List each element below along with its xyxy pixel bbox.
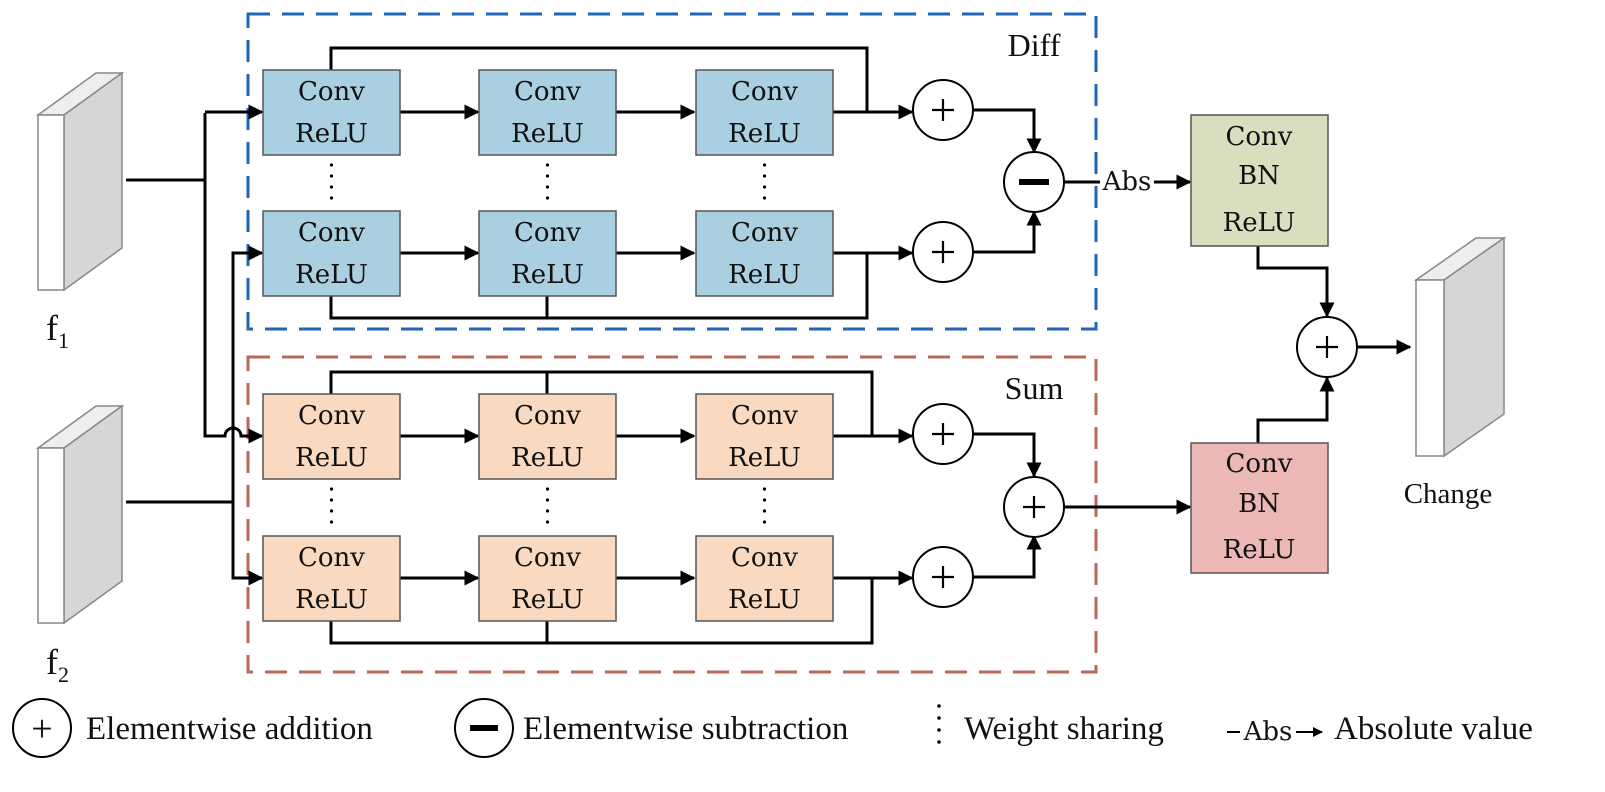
output-label: Change [1404, 478, 1493, 510]
diff-group-label: Diff [1008, 27, 1061, 63]
sum-top-add-op [912, 403, 974, 465]
diff-head-line3: ReLU [1223, 208, 1296, 238]
sum-head-line2: BN [1238, 489, 1280, 519]
block-label-conv: Conv [731, 218, 798, 248]
wire-diff-add1-to-sub [974, 108, 1042, 154]
diff-head-line1: Conv [1226, 122, 1293, 152]
legend-absolute-label: Absolute value [1334, 711, 1533, 747]
weight-sharing-dots-diff-1 [329, 163, 334, 200]
block-label-relu: ReLU [511, 119, 584, 149]
weight-sharing-dots-diff-3 [762, 163, 767, 200]
legend-addition-label: Elementwise addition [86, 711, 373, 747]
block-label-conv: Conv [298, 401, 365, 431]
legend-addition-symbol: + [31, 708, 52, 750]
sum-group-frame [246, 355, 1098, 674]
block-label-relu: ReLU [295, 260, 368, 290]
sum-head-line3: ReLU [1223, 535, 1296, 565]
legend-subtraction-label: Elementwise subtraction [523, 711, 848, 747]
diff-head-block: Conv BN ReLU [1190, 114, 1329, 247]
diff-head-line2: BN [1238, 161, 1280, 191]
block-label-conv: Conv [731, 401, 798, 431]
wire-sum-add2-to-add [974, 534, 1042, 579]
sum-group-label: Sum [1005, 370, 1064, 406]
diff-top-skip [329, 46, 869, 112]
input-feature-f2 [35, 404, 125, 625]
block-label-conv: Conv [514, 401, 581, 431]
diff-top-add-op [912, 79, 974, 141]
block-label-relu: ReLU [295, 585, 368, 615]
input-feature-f1 [35, 71, 125, 292]
legend-weight-sharing-icon [937, 704, 941, 744]
wire-f2-to-diff-bottom [231, 245, 264, 502]
diff-group-frame [246, 12, 1098, 331]
block-label-conv: Conv [514, 218, 581, 248]
block-label-conv: Conv [514, 77, 581, 107]
input-label-f1: f1 [46, 308, 69, 353]
block-label-relu: ReLU [511, 260, 584, 290]
sum-merge-add-op [1003, 476, 1065, 538]
block-label-conv: Conv [731, 543, 798, 573]
block-label-conv: Conv [514, 543, 581, 573]
weight-sharing-dots-sum-3 [762, 487, 767, 524]
wire-f2-to-sum-bottom [231, 502, 264, 586]
output-feature-change [1413, 236, 1507, 458]
legend-addition-icon [12, 698, 72, 758]
weight-sharing-dots-sum-2 [545, 487, 550, 524]
wire-sum-head-to-final [1256, 376, 1335, 443]
block-label-conv: Conv [298, 77, 365, 107]
abs-label: Abs [1102, 167, 1152, 197]
block-label-relu: ReLU [511, 443, 584, 473]
legend-abs-text: Abs [1243, 717, 1293, 747]
block-label-relu: ReLU [728, 119, 801, 149]
block-label-relu: ReLU [728, 585, 801, 615]
block-label-relu: ReLU [295, 443, 368, 473]
weight-sharing-dots-diff-2 [545, 163, 550, 200]
block-label-relu: ReLU [728, 443, 801, 473]
input-label-f2: f2 [46, 642, 69, 687]
sum-bottom-add-op [912, 546, 974, 608]
sum-head-block: Conv BN ReLU [1190, 442, 1329, 574]
wire-diff-head-to-final [1256, 246, 1335, 318]
block-label-conv: Conv [298, 218, 365, 248]
block-label-relu: ReLU [511, 585, 584, 615]
wire-diff-add2-to-sub [974, 210, 1042, 254]
block-label-conv: Conv [298, 543, 365, 573]
block-label-relu: ReLU [295, 119, 368, 149]
wire-sum-add1-to-add [974, 432, 1042, 478]
sum-bottom-skip [329, 578, 874, 645]
final-add-op [1296, 316, 1358, 378]
block-label-relu: ReLU [728, 260, 801, 290]
wire-f1-trunk [126, 113, 207, 182]
diff-bottom-skip [329, 253, 869, 320]
legend: + Elementwise addition Elementwise subtr… [12, 698, 1533, 758]
block-label-conv: Conv [731, 77, 798, 107]
legend-weight-sharing-label: Weight sharing [964, 711, 1164, 747]
sum-head-line1: Conv [1226, 449, 1293, 479]
diff-subtract-op [1003, 151, 1065, 213]
diff-bottom-add-op [912, 221, 974, 283]
sum-top-skip [329, 370, 874, 436]
weight-sharing-dots-sum-1 [329, 487, 334, 524]
